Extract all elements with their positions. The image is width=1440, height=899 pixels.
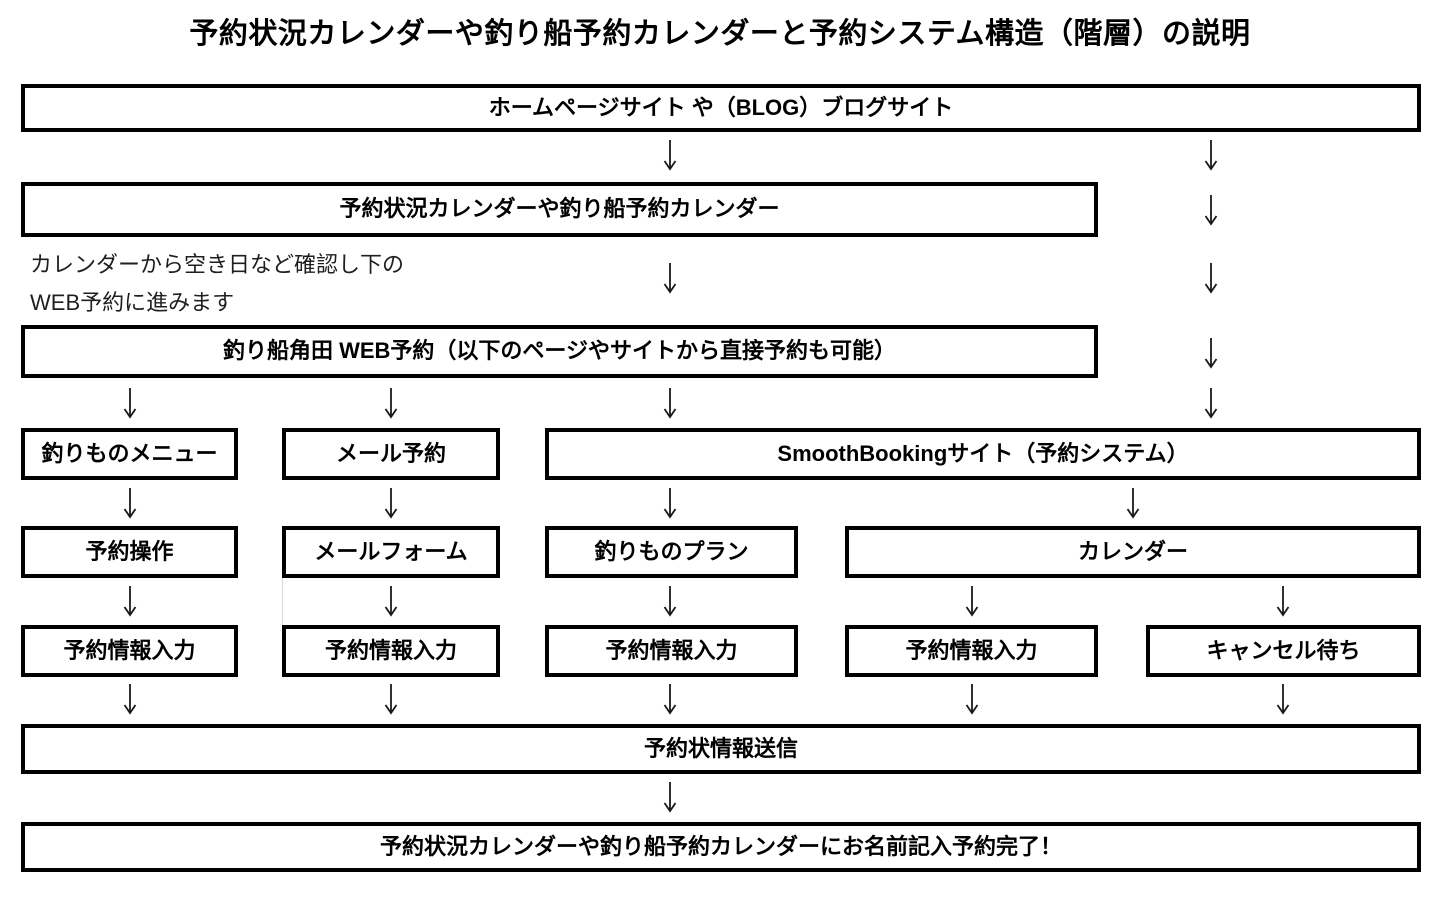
down-arrow-icon (383, 486, 399, 520)
down-arrow-icon (1125, 486, 1141, 520)
down-arrow-icon (964, 584, 980, 618)
down-arrow-icon (662, 780, 678, 814)
calendar-note-line2: WEB予約に進みます (30, 290, 235, 315)
flow-box-mail-booking: メール予約 (282, 428, 500, 480)
calendar-note-line1: カレンダーから空き日など確認し下の (30, 252, 405, 277)
flow-box-info-input-1: 予約情報入力 (21, 625, 238, 677)
down-arrow-icon (662, 386, 678, 420)
page-title: 予約状況カレンダーや釣り船予約カレンダーと予約システム構造（階層）の説明 (189, 18, 1251, 50)
down-arrow-icon (122, 486, 138, 520)
down-arrow-icon (383, 584, 399, 618)
flow-box-fishing-plan: 釣りものプラン (545, 526, 798, 578)
down-arrow-icon (383, 386, 399, 420)
down-arrow-icon (662, 682, 678, 716)
flow-box-booking-operation: 予約操作 (21, 526, 238, 578)
down-arrow-icon (964, 682, 980, 716)
flow-box-smooth-booking: SmoothBookingサイト（予約システム） (545, 428, 1421, 480)
flow-box-info-input-3: 予約情報入力 (545, 625, 798, 677)
down-arrow-icon (122, 386, 138, 420)
down-arrow-icon (1275, 584, 1291, 618)
down-arrow-icon (122, 682, 138, 716)
down-arrow-icon (1275, 682, 1291, 716)
down-arrow-icon (1203, 261, 1219, 295)
flow-box-reservation-calendar: 予約状況カレンダーや釣り船予約カレンダー (21, 182, 1098, 237)
flow-box-calendar: カレンダー (845, 526, 1421, 578)
down-arrow-icon (1203, 336, 1219, 370)
flow-box-fishing-menu: 釣りものメニュー (21, 428, 238, 480)
flow-box-mail-form: メールフォーム (282, 526, 500, 578)
flow-box-homepage: ホームページサイト や（BLOG）ブログサイト (21, 84, 1421, 132)
flow-box-info-input-2: 予約情報入力 (282, 625, 500, 677)
down-arrow-icon (662, 486, 678, 520)
flow-box-web-booking: 釣り船角田 WEB予約（以下のページやサイトから直接予約も可能） (21, 325, 1098, 378)
down-arrow-icon (1203, 138, 1219, 172)
flow-box-complete: 予約状況カレンダーや釣り船予約カレンダーにお名前記入予約完了！ (21, 822, 1421, 872)
down-arrow-icon (1203, 386, 1219, 420)
flow-box-cancel-waiting: キャンセル待ち (1146, 625, 1421, 677)
down-arrow-icon (662, 261, 678, 295)
down-arrow-icon (662, 584, 678, 618)
down-arrow-icon (662, 138, 678, 172)
down-arrow-icon (383, 682, 399, 716)
down-arrow-icon (1203, 193, 1219, 227)
flow-box-info-input-4: 予約情報入力 (845, 625, 1098, 677)
down-arrow-icon (122, 584, 138, 618)
flow-box-send-booking-info: 予約状情報送信 (21, 724, 1421, 774)
divider-line (282, 578, 283, 625)
calendar-note: カレンダーから空き日など確認し下の WEB予約に進みます (30, 246, 404, 322)
